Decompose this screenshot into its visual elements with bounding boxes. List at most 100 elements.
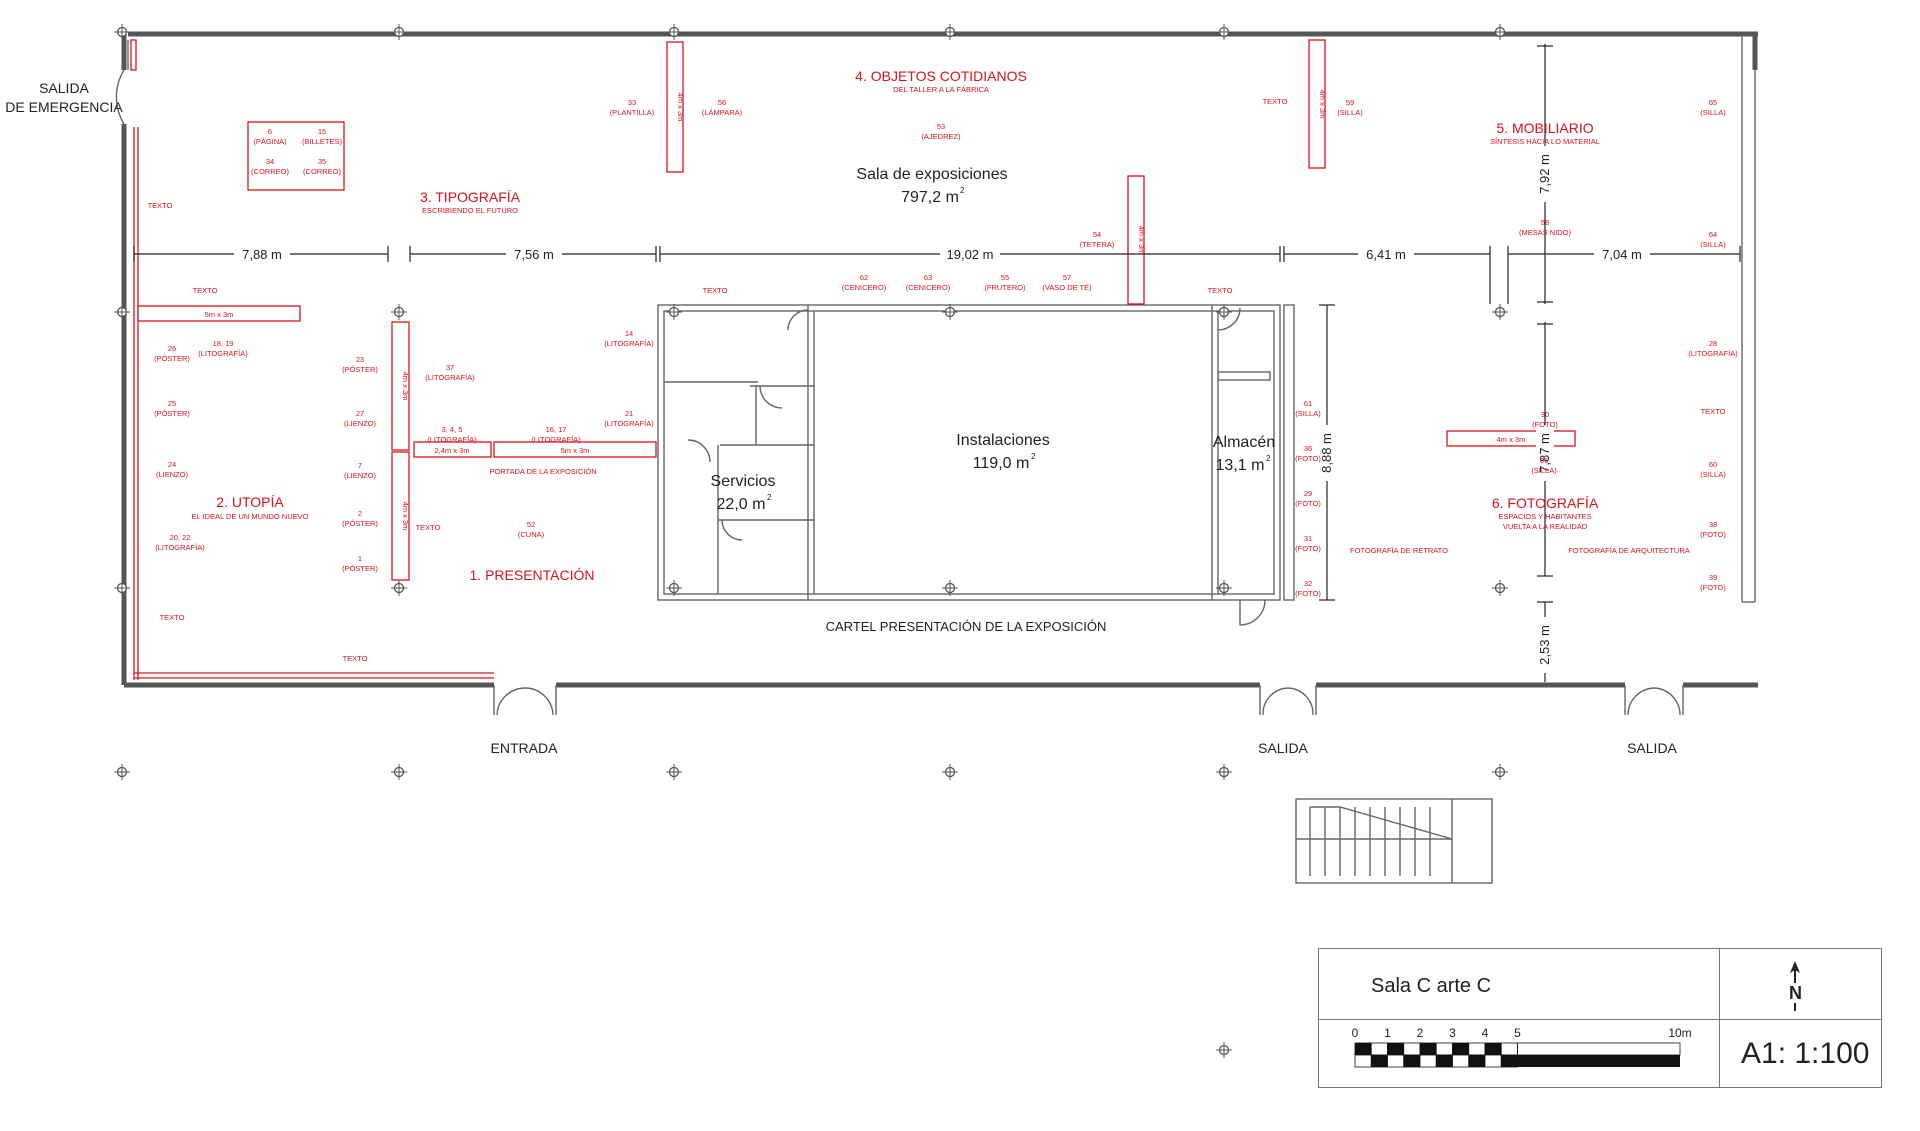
item-number: 32 bbox=[1304, 579, 1312, 588]
item-number: 60 bbox=[1709, 460, 1717, 469]
panel-size-label: 4m x 3m bbox=[1497, 435, 1526, 444]
texto-label: TEXTO bbox=[343, 654, 368, 663]
dim-bg-4 bbox=[1358, 244, 1414, 262]
rooms-outer bbox=[657, 304, 1281, 601]
staircase bbox=[1295, 798, 1493, 884]
scale-cell bbox=[1435, 1042, 1453, 1056]
scale-cell bbox=[1484, 1042, 1502, 1056]
item-description: (FOTO) bbox=[1295, 589, 1321, 598]
photo-architecture-label: FOTOGRAFÍA DE ARQUITECTURA bbox=[1568, 546, 1690, 555]
item-description: (PÓSTER) bbox=[342, 564, 378, 573]
exit-labels: SALIDA DE EMERGENCIA ENTRADA SALIDA SALI… bbox=[5, 80, 1677, 756]
section-subtitle: EL IDEAL DE UN MUNDO NUEVO bbox=[192, 512, 309, 521]
item-number: 6 bbox=[268, 127, 272, 136]
item-description: (PÓSTER) bbox=[342, 365, 378, 374]
north-label: N bbox=[1789, 983, 1802, 1003]
column-marker-icon bbox=[391, 24, 407, 40]
dimension-label: 8,88 m bbox=[1319, 433, 1334, 473]
item-number: 31 bbox=[1304, 534, 1312, 543]
column-marker-icon bbox=[942, 304, 958, 320]
panel-objects-a bbox=[666, 41, 684, 173]
item-description: (CORREO) bbox=[251, 167, 289, 176]
title-block-divider bbox=[1719, 949, 1720, 1087]
exit-door-right bbox=[1287, 687, 1314, 716]
dim-bg-3 bbox=[940, 244, 1000, 262]
item-description: (SILLA) bbox=[1700, 240, 1726, 249]
item-description: (SILLA) bbox=[1337, 108, 1363, 117]
texto-label: TEXTO bbox=[1208, 286, 1233, 295]
scale-cell bbox=[1452, 1054, 1470, 1068]
scale-tick-label: 2 bbox=[1417, 1026, 1424, 1040]
item-number: 64 bbox=[1709, 230, 1717, 239]
panel-size-label: 4m x 3m bbox=[676, 93, 685, 122]
texto-label: TEXTO bbox=[416, 523, 441, 532]
column-marker-icon bbox=[391, 580, 407, 596]
panel-4x3-upper bbox=[391, 321, 410, 451]
panel-size-label: 4m x 3m bbox=[401, 502, 410, 531]
item-description: (LIENZO) bbox=[344, 471, 377, 480]
item-number: 26 bbox=[168, 344, 176, 353]
item-description: (LITOGRAFÍA) bbox=[1688, 349, 1738, 358]
scale-tick-label: 1 bbox=[1384, 1026, 1391, 1040]
scale-cell bbox=[1354, 1042, 1372, 1056]
column-marker-icon bbox=[114, 764, 130, 780]
item-description: (PÓSTER) bbox=[342, 519, 378, 528]
column-marker-icon bbox=[391, 304, 407, 320]
exit-label: SALIDA bbox=[1627, 740, 1677, 756]
exit-door-left bbox=[1262, 687, 1289, 716]
panel-portada-5x3 bbox=[493, 441, 657, 458]
scale-cell bbox=[1403, 1054, 1421, 1068]
item-description: (VASO DE TÉ) bbox=[1042, 283, 1092, 292]
service-door-1 bbox=[787, 309, 809, 331]
exit2-door-left bbox=[1627, 687, 1655, 716]
item-number: 25 bbox=[168, 399, 176, 408]
item-number: 29 bbox=[1304, 489, 1312, 498]
section-title: 6. FOTOGRAFÍA bbox=[1492, 495, 1599, 511]
dimension-labels: 7,88 m 7,56 m 19,02 m 6,41 m 7,04 m 7,92… bbox=[234, 146, 1650, 673]
item-description: (FOTO) bbox=[1295, 454, 1321, 463]
item-number: 65 bbox=[1709, 98, 1717, 107]
panel-24x3 bbox=[413, 441, 492, 458]
item-number: 58 bbox=[1541, 218, 1549, 227]
item-number: 14 bbox=[625, 329, 633, 338]
item-description: (PÓSTER) bbox=[154, 354, 190, 363]
item-description: (PÁGINA) bbox=[253, 137, 287, 146]
scale-cell bbox=[1468, 1054, 1486, 1068]
column-marker-icon bbox=[391, 764, 407, 780]
scale-tick-label: 5 bbox=[1514, 1026, 1521, 1040]
misc-labels: PORTADA DE LA EXPOSICIÓN CARTEL PRESENTA… bbox=[489, 467, 1689, 634]
photo-wall-panel bbox=[1283, 304, 1295, 601]
item-description: (FRUTERO) bbox=[984, 283, 1026, 292]
item-number: 30 bbox=[1541, 410, 1549, 419]
item-description: (LITOGRAFÍA) bbox=[604, 419, 654, 428]
column-marker-icon bbox=[666, 24, 682, 40]
texto-label: TEXTO bbox=[1263, 97, 1288, 106]
item-description: (CENICERO) bbox=[842, 283, 887, 292]
storage-room-area: 13,1 m bbox=[1216, 457, 1265, 474]
dimension-label: 7,56 m bbox=[514, 247, 554, 262]
item-number: 37 bbox=[446, 363, 454, 372]
dimension-lines bbox=[133, 44, 1741, 682]
column-marker-icon bbox=[114, 24, 130, 40]
texto-label: TEXTO bbox=[193, 286, 218, 295]
dimension-label: 7,92 m bbox=[1537, 154, 1552, 194]
section-subtitle: ESCRIBIENDO EL FUTURO bbox=[422, 206, 518, 215]
column-marker-icon bbox=[1492, 580, 1508, 596]
dim-bg-2 bbox=[506, 244, 562, 262]
item-number: 20, 22 bbox=[170, 533, 191, 542]
item-number: 21 bbox=[625, 409, 633, 418]
exit2-door-right bbox=[1653, 687, 1681, 716]
emergency-exit-label: SALIDA bbox=[39, 80, 89, 96]
section-title: 1. PRESENTACIÓN bbox=[470, 567, 595, 583]
storage-room-name: Almacén bbox=[1213, 434, 1275, 451]
scale-cell bbox=[1435, 1054, 1453, 1068]
item-number: 18, 19 bbox=[213, 339, 234, 348]
section-title: 4. OBJETOS COTIDIANOS bbox=[855, 68, 1027, 84]
stair-arrow bbox=[1310, 806, 1453, 840]
item-number: 28 bbox=[1709, 339, 1717, 348]
dimension-label: 19,02 m bbox=[947, 247, 994, 262]
